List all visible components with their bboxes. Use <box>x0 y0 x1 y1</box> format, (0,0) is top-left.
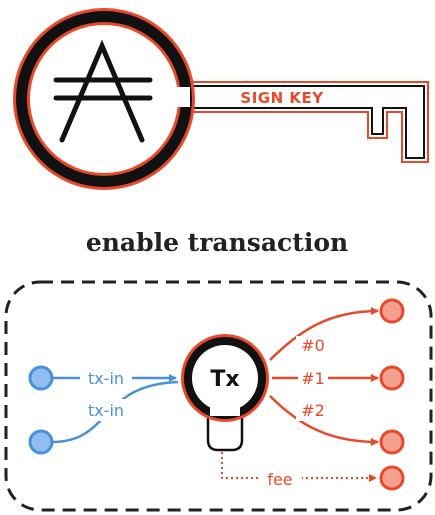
output-utxo-node-0 <box>379 298 405 324</box>
transaction-frame <box>4 280 433 512</box>
fee-node <box>379 465 405 491</box>
output-label-2: #2 <box>301 401 325 420</box>
fee-label: fee <box>267 470 292 489</box>
output-utxo-node-2 <box>379 429 405 455</box>
tx-keyhole-node: Tx <box>181 334 269 452</box>
fee-edge <box>221 452 377 482</box>
sign-key-label: SIGN KEY <box>240 89 324 107</box>
output-edge-0 <box>269 307 379 361</box>
input-utxo-node-1 <box>28 365 54 391</box>
output-edge-2 <box>269 395 379 446</box>
output-label-0: #0 <box>301 336 325 355</box>
key-shaft-inner <box>149 85 425 159</box>
output-label-1: #1 <box>301 369 325 388</box>
tx-in-label-2: tx-in <box>88 401 124 420</box>
key-shaft-outline <box>149 81 429 163</box>
sign-key-graphic: SIGN KEY <box>13 8 429 190</box>
output-utxo-node-1 <box>379 365 405 391</box>
tx-label: Tx <box>210 367 239 392</box>
diagram-caption: enable transaction <box>86 228 348 257</box>
input-utxo-node-2 <box>28 429 54 455</box>
cardano-ada-icon <box>53 39 153 143</box>
tx-in-label-1: tx-in <box>88 369 124 388</box>
